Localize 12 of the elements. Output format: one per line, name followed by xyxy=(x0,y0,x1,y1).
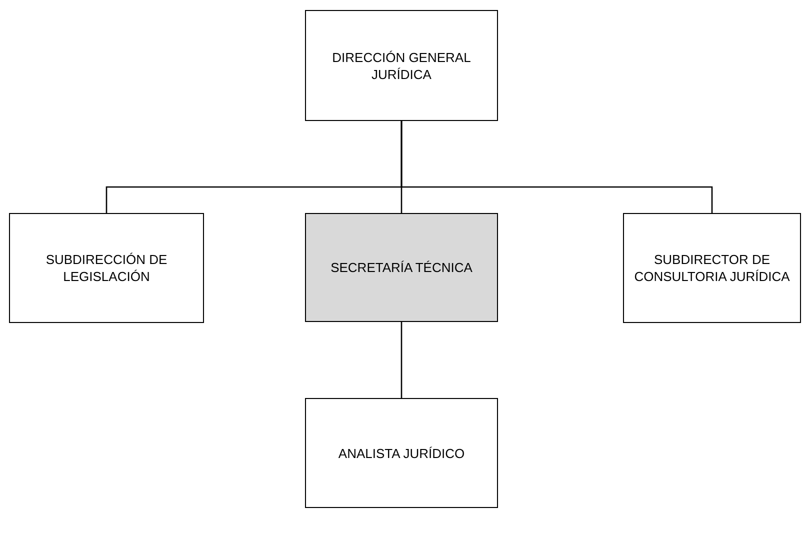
org-box xyxy=(305,213,498,322)
connector-line xyxy=(400,121,713,213)
connector-line xyxy=(400,322,402,398)
org-box xyxy=(305,398,498,508)
org-box xyxy=(623,213,801,323)
box-title: SUBDIRECTOR DE CONSULTORIA JURÍDICA xyxy=(633,251,791,285)
box-title: DIRECCIÓN GENERAL JURÍDICA xyxy=(331,48,472,82)
box-title: ANALISTA JURÍDICO xyxy=(338,444,465,462)
org-box xyxy=(305,10,498,121)
box-title: SUBDIRECCIÓN DE LEGISLACIÓN xyxy=(44,251,168,285)
box-title: SECRETARÍA TÉCNICA xyxy=(330,259,472,276)
org-box xyxy=(9,213,204,323)
